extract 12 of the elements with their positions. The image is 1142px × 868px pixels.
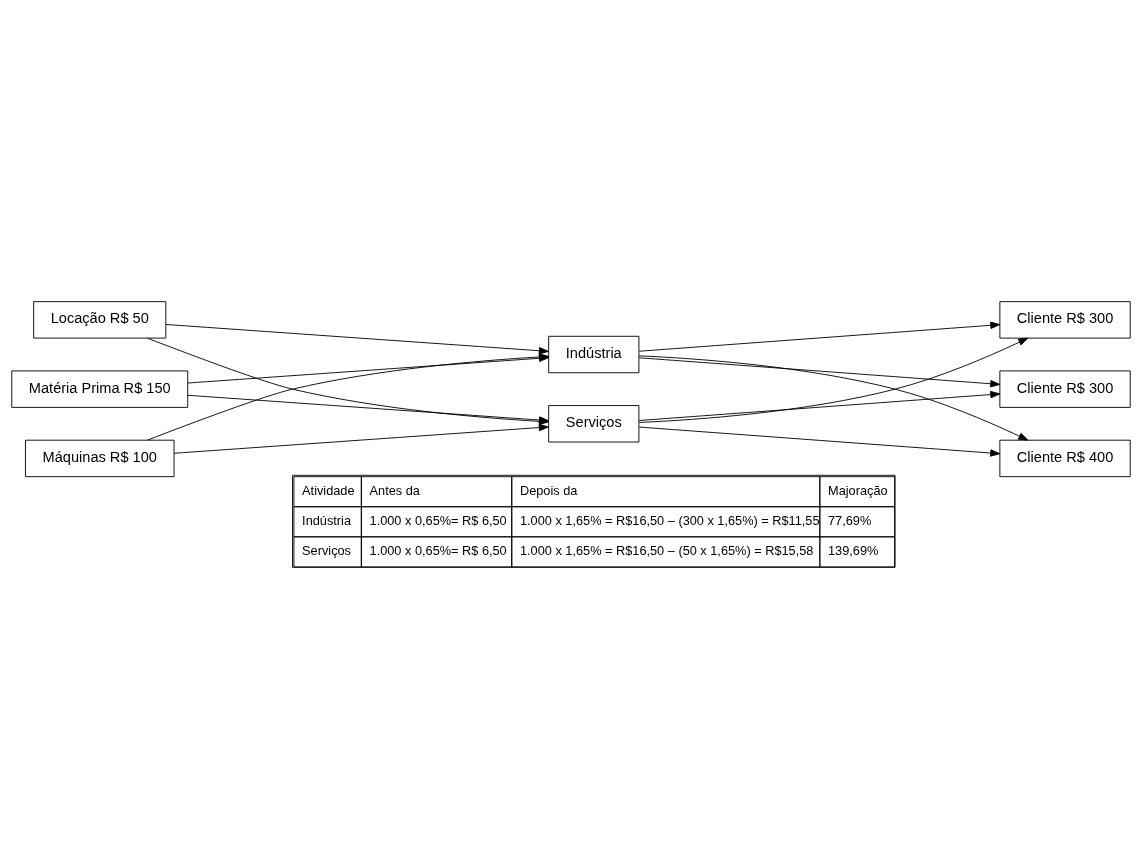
label: 139,69%	[828, 542, 879, 558]
label: Depois da	[519, 482, 578, 498]
label: Indústria	[302, 512, 352, 528]
label: Atividade	[302, 482, 355, 498]
label: 1.000 x 0,65%= R$ 6,50	[369, 542, 507, 558]
label: 1.000 x 0,65%= R$ 6,50	[369, 512, 507, 528]
label: 1.000 x 1,65% = R$16,50 – (300 x 1,65%) = R$11,55	[519, 512, 820, 528]
label: Majoração	[828, 482, 888, 498]
label: 1.000 x 1,65% = R$16,50 – (50 x 1,65%) = R$15,58	[519, 542, 814, 558]
label: Antes da	[369, 482, 420, 498]
label: 77,69%	[828, 512, 872, 528]
label: Serviços	[302, 542, 351, 558]
